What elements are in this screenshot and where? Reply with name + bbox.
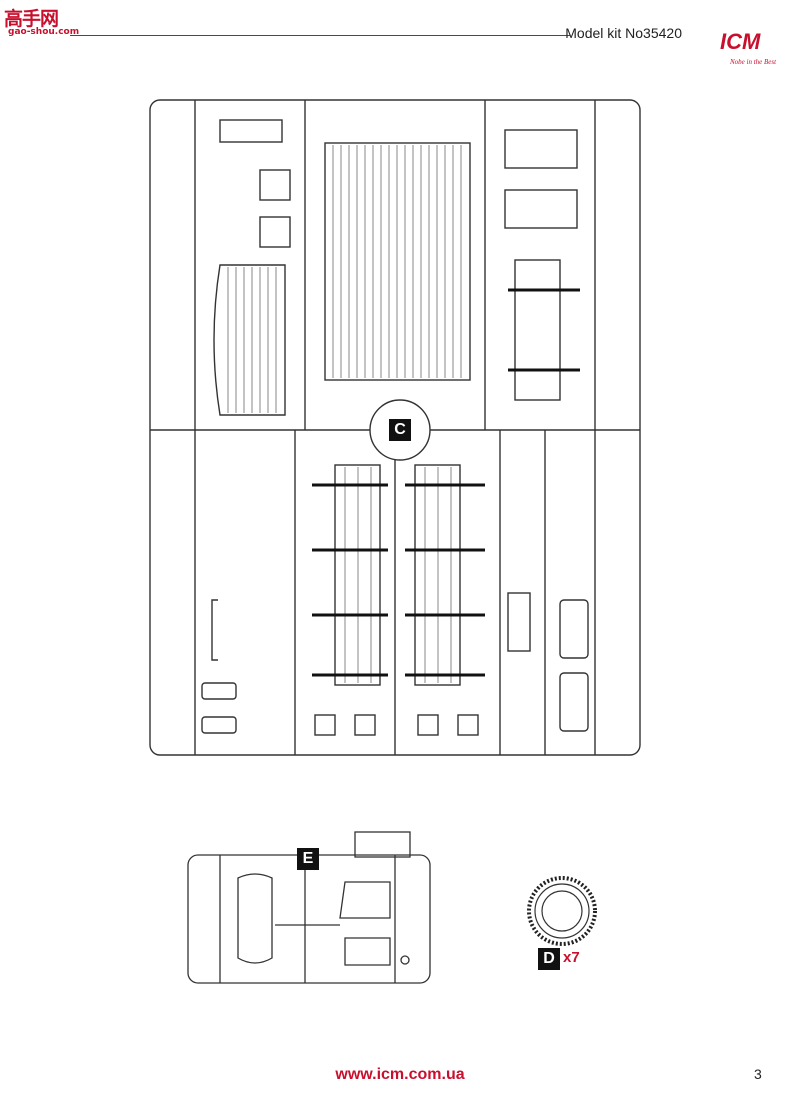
icm-logo: ICM: [720, 29, 761, 54]
watermark-url: gao-shou.com: [8, 27, 80, 37]
model-kit-number: Model kit No35420: [565, 25, 682, 41]
sprue-c-label: C: [389, 419, 411, 441]
header-rule: [70, 35, 570, 36]
sprue-d-label: D: [538, 948, 560, 970]
page-number: 3: [754, 1066, 762, 1082]
watermark-logo: 高手网: [4, 8, 59, 30]
sprue-e-label: E: [297, 848, 319, 870]
wheel-d-drawing: [527, 876, 597, 946]
sprue-d-quantity: x7: [563, 949, 580, 966]
icm-logo-tagline: Nobe in the Best: [730, 58, 777, 66]
footer-url[interactable]: www.icm.com.ua: [335, 1066, 465, 1083]
